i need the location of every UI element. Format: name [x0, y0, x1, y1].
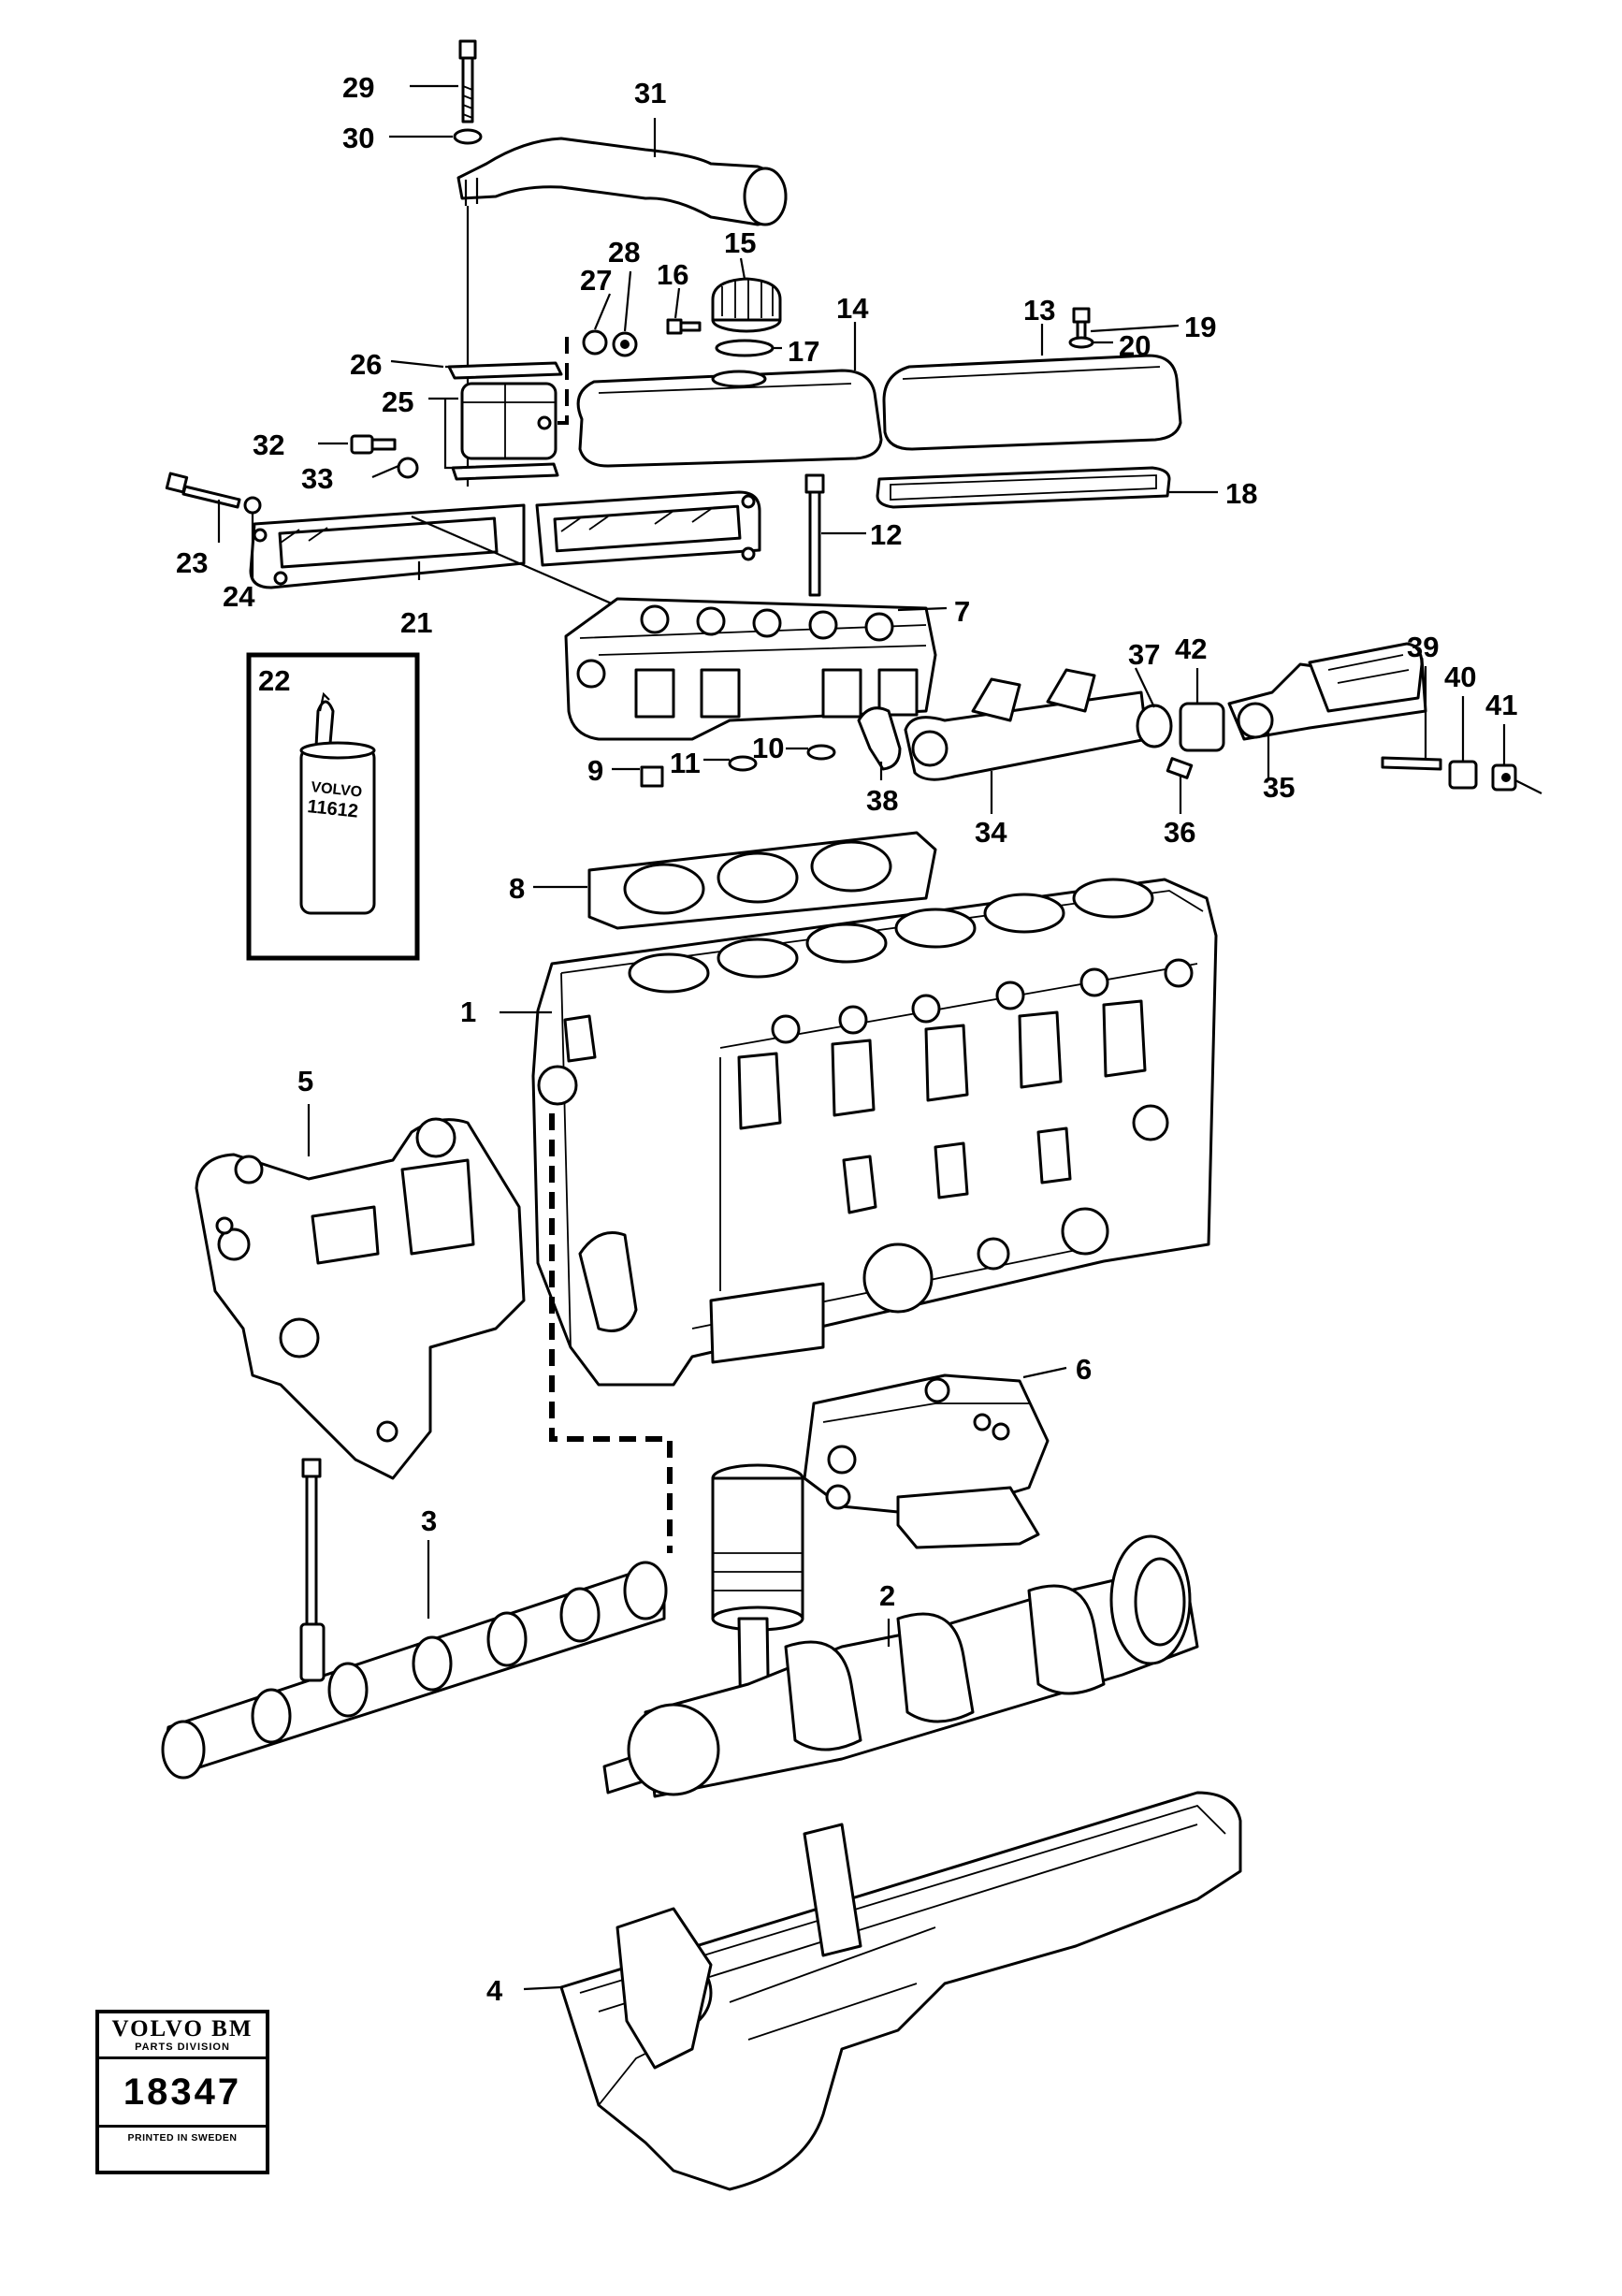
- part-11-seal: [728, 755, 758, 772]
- part-26-gasket: [447, 361, 563, 380]
- part-37-ring: [1136, 704, 1173, 748]
- part-34-exhaust-manifold: [904, 668, 1149, 781]
- part-14-valve-cover: [576, 369, 883, 468]
- callout-5: 5: [297, 1065, 313, 1097]
- badge-printed: PRINTED IN SWEDEN: [127, 2132, 238, 2143]
- callout-30: 30: [342, 122, 374, 154]
- part-17-seal: [715, 339, 775, 357]
- callout-14: 14: [836, 292, 869, 325]
- part-29-bolt: [458, 39, 477, 124]
- part-31-water-pipe: [456, 137, 788, 226]
- callout-31: 31: [634, 77, 666, 109]
- part-32-bolt: [350, 434, 397, 455]
- callout-7: 7: [954, 595, 970, 628]
- part-35-exhaust-manifold: [1227, 642, 1427, 741]
- part-7-cylinder-head: [564, 597, 937, 741]
- callout-32: 32: [253, 429, 284, 461]
- badge-brand: VOLVO BM: [111, 2016, 253, 2042]
- part-2-crankshaft: [602, 1534, 1199, 1798]
- part-9-seal: [640, 765, 664, 788]
- part-41-nut: [1491, 763, 1517, 792]
- part-8-head-gasket: [587, 831, 937, 930]
- callout-35: 35: [1263, 771, 1295, 804]
- callout-12: 12: [870, 518, 902, 551]
- part-22-sealant-box: [246, 652, 420, 961]
- callout-13: 13: [1023, 294, 1055, 327]
- piston: [711, 1463, 804, 1733]
- part-3-camshaft: [161, 1561, 668, 1780]
- part-10-seal: [806, 744, 836, 761]
- leader-lines: [217, 84, 1506, 1991]
- pushrod-tappet: [299, 1458, 326, 1682]
- part-6-bracket: [803, 1373, 1050, 1549]
- part-42-sleeve: [1179, 702, 1225, 752]
- part-38-gasket: [857, 706, 902, 771]
- callout-26: 26: [350, 348, 382, 381]
- badge-drawing-number: 18347: [99, 2059, 266, 2128]
- callout-25: 25: [382, 385, 413, 418]
- part-18-gasket: [876, 466, 1171, 509]
- part-5-timing-cover: [195, 1117, 526, 1480]
- callout-9: 9: [587, 754, 603, 787]
- part-36-stud: [1166, 757, 1194, 779]
- part-24-washer: [243, 496, 262, 515]
- callout-6: 6: [1076, 1353, 1092, 1386]
- callout-8: 8: [509, 872, 525, 905]
- callout-20: 20: [1119, 329, 1151, 362]
- part-12-long-bolt: [804, 473, 825, 597]
- callout-38: 38: [866, 784, 898, 817]
- part-4-oil-sump: [559, 1791, 1242, 2191]
- callout-17: 17: [788, 335, 819, 368]
- callout-29: 29: [342, 71, 374, 104]
- part-23-bolt: [165, 472, 241, 509]
- callout-41: 41: [1485, 689, 1517, 721]
- callout-18: 18: [1225, 477, 1257, 510]
- callout-4: 4: [486, 1974, 503, 2007]
- callout-39: 39: [1407, 631, 1439, 663]
- part-39-stud: [1381, 756, 1442, 771]
- callout-21: 21: [400, 606, 432, 639]
- part-25-thermostat-housing: [460, 382, 558, 460]
- callout-15: 15: [724, 226, 756, 259]
- part-30-washer: [453, 128, 483, 145]
- callout-11: 11: [670, 747, 701, 779]
- callout-16: 16: [657, 258, 688, 291]
- callout-19: 19: [1184, 311, 1216, 343]
- bottle-brand-label: VOLVO: [311, 779, 363, 801]
- leader-41-tail: [1514, 779, 1542, 794]
- callout-3: 3: [421, 1504, 437, 1537]
- callout-27: 27: [580, 264, 612, 297]
- callout-40: 40: [1444, 661, 1476, 693]
- callout-1: 1: [460, 995, 476, 1028]
- callout-33: 33: [301, 462, 333, 495]
- part-33-washer: [397, 457, 419, 479]
- callout-42: 42: [1175, 632, 1207, 665]
- dashed-link-camshaft: [549, 1113, 673, 1553]
- callout-10: 10: [752, 732, 784, 764]
- callout-24: 24: [223, 580, 255, 613]
- part-26-gasket-lower: [451, 462, 559, 481]
- part-40-sleeve: [1448, 760, 1478, 790]
- callout-labels: 29 30 31 27 28 16 15 17 14 13 19 20 18 2…: [176, 71, 1517, 2007]
- part-13-valve-cover: [882, 354, 1182, 451]
- badge-division: PARTS DIVISION: [99, 2042, 266, 2059]
- part-1-cylinder-block: [531, 878, 1218, 1387]
- part-20-washer: [1068, 336, 1094, 349]
- part-16-screw: [666, 318, 702, 335]
- callout-2: 2: [879, 1579, 895, 1612]
- part-19-screw: [1072, 307, 1091, 324]
- callout-34: 34: [975, 816, 1007, 849]
- callout-28: 28: [608, 236, 640, 269]
- part-15-filler-cap: [711, 277, 782, 333]
- part-27-nut: [582, 329, 608, 356]
- callout-37: 37: [1128, 638, 1160, 671]
- dashed-link-27: [552, 337, 569, 425]
- callout-36: 36: [1164, 816, 1195, 849]
- callout-23: 23: [176, 546, 208, 579]
- part-21-inlet-manifold: [249, 490, 761, 589]
- volvo-bm-parts-badge: VOLVO BM PARTS DIVISION 18347 PRINTED IN…: [95, 2010, 269, 2174]
- callout-22: 22: [258, 664, 290, 697]
